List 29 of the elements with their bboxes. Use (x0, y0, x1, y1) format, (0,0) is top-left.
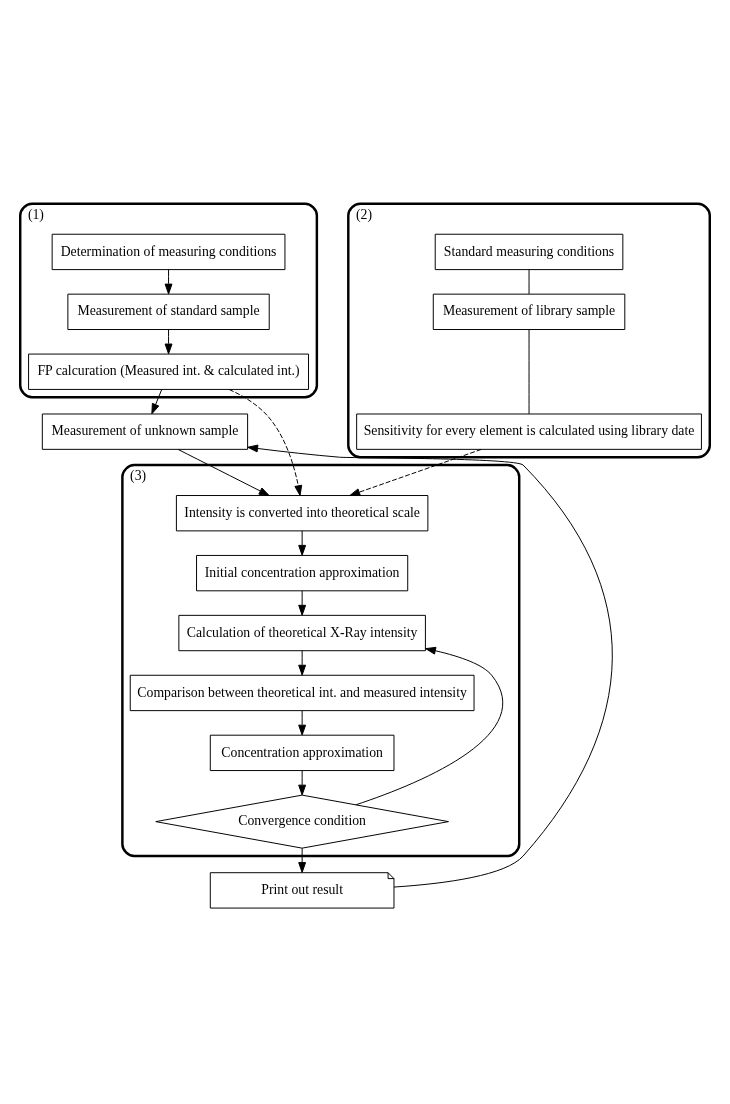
arrow (298, 770, 307, 796)
arrow (298, 710, 307, 736)
arrow (164, 329, 173, 355)
node-box: Comparison between theoretical int. and measured intensity (129, 674, 475, 712)
arrow (298, 847, 307, 873)
arrow (228, 389, 303, 496)
node-box: Intensity is converted into theoretical scale (175, 495, 429, 532)
arrow (177, 449, 270, 496)
node-box: Initial concentration approximation (196, 554, 409, 592)
node-box: FP calcuration (Measured int. & calculated int.) (28, 353, 309, 390)
arrow (355, 646, 504, 806)
connector (528, 329, 530, 415)
connector (528, 269, 530, 295)
arrow (151, 389, 163, 415)
node-box: Concentration approximation (209, 734, 395, 772)
node-box: Calculation of theoretical X-Ray intensity (178, 614, 426, 652)
node-box: Determination of measuring conditions (51, 233, 286, 271)
node-box: Sensitivity for every element is calculated using library date (356, 413, 702, 450)
node-box: Measurement of unknown sample (41, 413, 249, 450)
arrow (164, 269, 173, 295)
node-diamond: Convergence condition (155, 794, 449, 849)
node-box: Measurement of library sample (432, 293, 626, 330)
arrow (247, 444, 613, 888)
arrow (298, 530, 307, 556)
node-box: Measurement of standard sample (67, 293, 270, 330)
arrow (349, 448, 482, 496)
arrow (298, 650, 307, 676)
node-box: Standard measuring conditions (434, 233, 624, 271)
arrow (298, 590, 307, 616)
